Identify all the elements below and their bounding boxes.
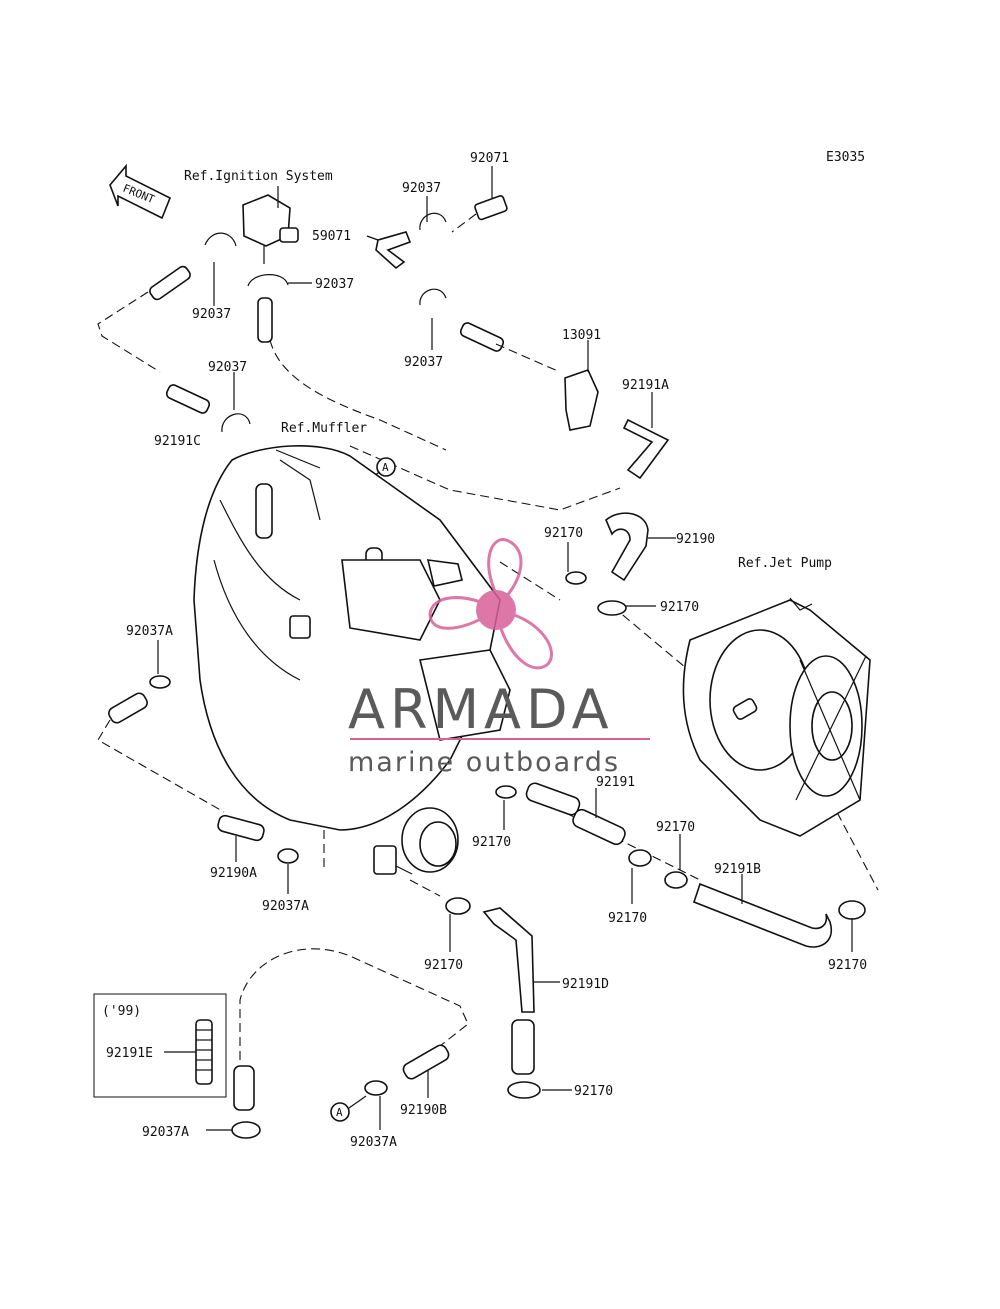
ring-clamp-right-lower [419, 288, 447, 306]
ref-jet-pump: Ref.Jet Pump [738, 556, 832, 571]
part-label-92190B: 92190B [400, 1103, 447, 1118]
engine-muffler-body [193, 445, 511, 831]
part-label-92037-mid: 92037 [315, 277, 354, 292]
hose-left-mid [165, 384, 211, 414]
ring-clamp-left [204, 232, 237, 247]
hose-vertical-center [257, 297, 273, 343]
hose-right [459, 322, 505, 352]
ref-muffler: Ref.Muffler [281, 421, 367, 436]
clamp-92037A-bottom-left [206, 1121, 261, 1139]
elbow-fitting-part [366, 231, 412, 270]
clamp-92170-a [565, 542, 587, 585]
watermark-tagline: marine outboards [348, 747, 620, 778]
hose-92037A-left [108, 692, 148, 724]
part-label-92191B: 92191B [714, 862, 761, 877]
part-label-92170-f: 92170 [424, 958, 463, 973]
callout-a-top [376, 457, 396, 477]
part-label-92037A-left: 92037A [126, 624, 173, 639]
part-label-92191: 92191 [596, 775, 635, 790]
part-label-92191D: 92191D [562, 977, 609, 992]
part-label-59071: 59071 [312, 229, 351, 244]
part-label-92191E: 92191E [106, 1046, 153, 1061]
diagram-code: E3035 [826, 150, 865, 165]
front-arrow-icon: FRONT [109, 163, 172, 220]
spring-part [164, 1019, 213, 1085]
hose-u-92190 [605, 512, 649, 582]
part-label-92037A-bottom-mid: 92037A [350, 1135, 397, 1150]
callout-a-bottom [330, 1102, 350, 1122]
part-label-92037A-bottom-left: 92037A [142, 1125, 189, 1140]
clamp-92170-c [495, 785, 517, 830]
clamp-92170-d [628, 834, 688, 904]
ring-clamp-muffler [221, 413, 251, 433]
part-label-92170-d-bottom: 92170 [608, 911, 647, 926]
clamp-92037A-bottom-mid [364, 1080, 388, 1130]
part-label-92037-top-right: 92037 [402, 181, 441, 196]
hose-92191B [693, 882, 833, 948]
hose-elbow-92191A [622, 418, 670, 480]
hose-92191D [482, 907, 535, 1013]
ring-clamp-top-right [419, 212, 447, 231]
part-label-92170-b: 92170 [660, 600, 699, 615]
watermark: ARMADA marine outboards [348, 538, 650, 778]
part-label-92191A: 92191A [622, 378, 669, 393]
clamp-92037A-left [149, 640, 171, 689]
part-label-92037-muffler: 92037 [208, 360, 247, 375]
callout-a-top-label: A [382, 461, 389, 474]
outlet-flange [373, 807, 459, 875]
hose-92190A [217, 814, 265, 842]
hose-bottom-left [233, 1065, 255, 1111]
clamp-92170-f [445, 897, 471, 952]
clamp-92170-g [507, 1081, 572, 1099]
part-label-92037-left: 92037 [192, 307, 231, 322]
part-label-92190: 92190 [676, 532, 715, 547]
nozzle-part [451, 166, 508, 233]
part-label-92170-e: 92170 [828, 958, 867, 973]
part-label-92170-c: 92170 [472, 835, 511, 850]
part-label-92170-g: 92170 [574, 1084, 613, 1099]
part-label-92191C: 92191C [154, 434, 201, 449]
bracket-part [564, 369, 599, 431]
part-label-92071: 92071 [470, 151, 509, 166]
part-label-92170-d-top: 92170 [656, 820, 695, 835]
ring-clamp-center [247, 274, 289, 287]
inset-year: ('99) [102, 1004, 141, 1019]
clamp-92037A-mid [277, 848, 299, 894]
clamp-92170-b [597, 600, 656, 616]
hose-92190B [402, 1044, 450, 1080]
part-label-13091: 13091 [562, 328, 601, 343]
part-label-92037-lower-right: 92037 [404, 355, 443, 370]
watermark-brand: ARMADA [348, 678, 614, 741]
ignition-coil-part [242, 186, 299, 264]
ref-ignition-system: Ref.Ignition System [184, 169, 333, 184]
jet-pump-part [682, 597, 871, 837]
propeller-logo-icon [428, 538, 553, 670]
callout-a-bottom-label: A [336, 1106, 343, 1119]
clamp-92170-e [838, 900, 866, 952]
inset-box [93, 993, 227, 1098]
hose-top-left [149, 265, 191, 301]
part-label-92190A: 92190A [210, 866, 257, 881]
part-label-92170-a: 92170 [544, 526, 583, 541]
part-label-92037A-mid: 92037A [262, 899, 309, 914]
hose-92191 [525, 782, 581, 816]
